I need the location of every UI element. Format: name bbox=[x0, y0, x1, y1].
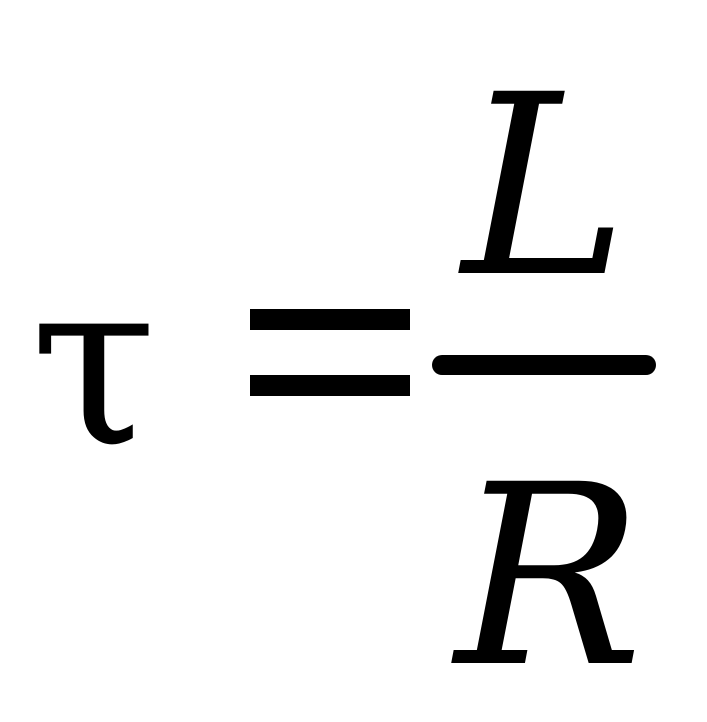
fraction-denominator: R bbox=[455, 431, 644, 722]
time-constant-formula: τ L R bbox=[30, 41, 656, 722]
equals-bar-bottom bbox=[250, 375, 410, 396]
fraction-bar bbox=[432, 355, 656, 375]
equals-bar-top bbox=[250, 309, 410, 330]
tau-symbol: τ bbox=[30, 231, 158, 498]
fraction-numerator: L bbox=[462, 41, 629, 332]
